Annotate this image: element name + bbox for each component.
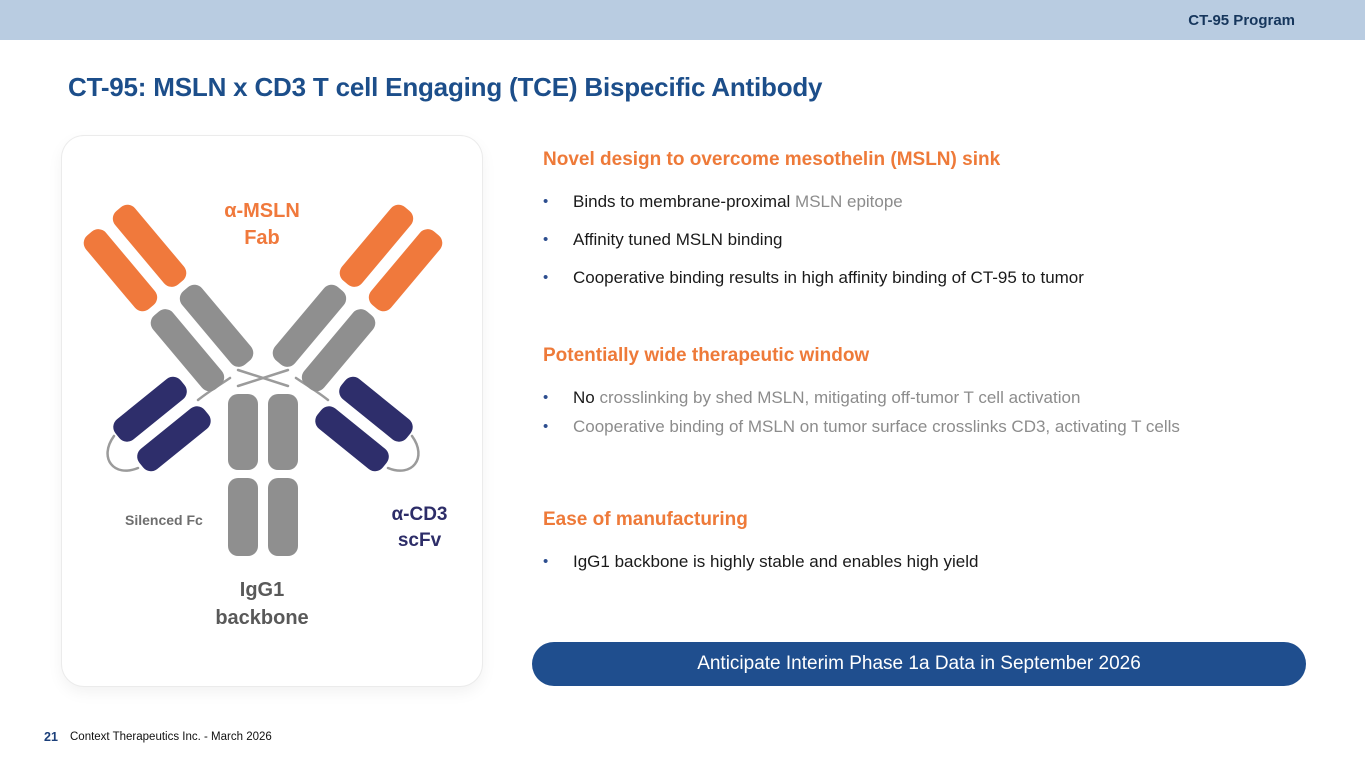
section-heading: Novel design to overcome mesothelin (MSL… xyxy=(543,149,1001,170)
silenced-fc-label: Silenced Fc xyxy=(125,512,203,528)
scfv-domain-left xyxy=(113,376,211,472)
page-number: 21 xyxy=(44,730,58,744)
antibody-diagram xyxy=(83,204,443,556)
timeline-banner: Anticipate Interim Phase 1a Data in Sept… xyxy=(532,642,1306,686)
scfv-domain-right xyxy=(315,376,413,472)
fab-label-line2: Fab xyxy=(244,227,280,249)
section-therapeutic-window: Potentially wide therapeutic window • No… xyxy=(543,343,1233,443)
bullet-item: • Binds to membrane-proximal MSLN epitop… xyxy=(543,189,1233,214)
section-novel-design: Novel design to overcome mesothelin (MSL… xyxy=(543,147,1233,303)
fab-label: α-MSLN Fab xyxy=(182,198,342,252)
bullet-dot: • xyxy=(543,418,549,435)
bullet-text: No crosslinking by shed MSLN, mitigating… xyxy=(573,388,1081,407)
section-heading: Ease of manufacturing xyxy=(543,509,748,530)
heavy-chain-left xyxy=(150,284,254,392)
bullet-dot: • xyxy=(543,193,549,210)
page-title: CT-95: MSLN x CD3 T cell Engaging (TCE) … xyxy=(68,72,823,103)
bullet-text: Binds to membrane-proximal MSLN epitope xyxy=(573,192,903,211)
fab-domain-left xyxy=(83,204,187,312)
bullet-text: IgG1 backbone is highly stable and enabl… xyxy=(573,552,979,571)
bullet-dot: • xyxy=(543,389,549,406)
bullet-dot: • xyxy=(543,231,549,248)
bullet-item: • Cooperative binding of MSLN on tumor s… xyxy=(543,414,1233,439)
cd3-label-line1: α-CD3 xyxy=(391,504,448,525)
bullet-item: • IgG1 backbone is highly stable and ena… xyxy=(543,549,1233,574)
cd3-label-line2: scFv xyxy=(397,530,442,551)
fab-domain-right xyxy=(339,204,443,312)
bullet-dot: • xyxy=(543,553,549,570)
bullet-text: Cooperative binding of MSLN on tumor sur… xyxy=(573,417,1180,436)
bullet-item: • Cooperative binding results in high af… xyxy=(543,265,1233,290)
antibody-card: α-MSLN Fab Silenced Fc α-CD3 scFv IgG1 b… xyxy=(62,136,482,686)
bullet-dot: • xyxy=(543,269,549,286)
igg1-backbone-label: IgG1 backbone xyxy=(182,576,342,632)
bullet-text: Cooperative binding results in high affi… xyxy=(573,268,1084,287)
section-manufacturing: Ease of manufacturing • IgG1 backbone is… xyxy=(543,507,1233,574)
section-heading: Potentially wide therapeutic window xyxy=(543,345,870,366)
cd3-scfv-label: α-CD3 scFv xyxy=(357,502,482,554)
bullet-item: • Affinity tuned MSLN binding xyxy=(543,227,1233,252)
backbone-label-line2: backbone xyxy=(215,607,309,629)
program-label: CT-95 Program xyxy=(1188,12,1295,29)
heavy-chain-right xyxy=(272,284,376,392)
bullet-text: Affinity tuned MSLN binding xyxy=(573,230,783,249)
bullet-item: • No crosslinking by shed MSLN, mitigati… xyxy=(543,385,1233,410)
top-bar: CT-95 Program xyxy=(0,0,1365,40)
fab-label-line1: α-MSLN xyxy=(224,200,300,222)
footer-company: Context Therapeutics Inc. - March 2026 xyxy=(70,731,272,743)
timeline-banner-text: Anticipate Interim Phase 1a Data in Sept… xyxy=(697,653,1141,674)
fc-stem xyxy=(228,394,298,556)
backbone-label-line1: IgG1 xyxy=(239,579,285,601)
